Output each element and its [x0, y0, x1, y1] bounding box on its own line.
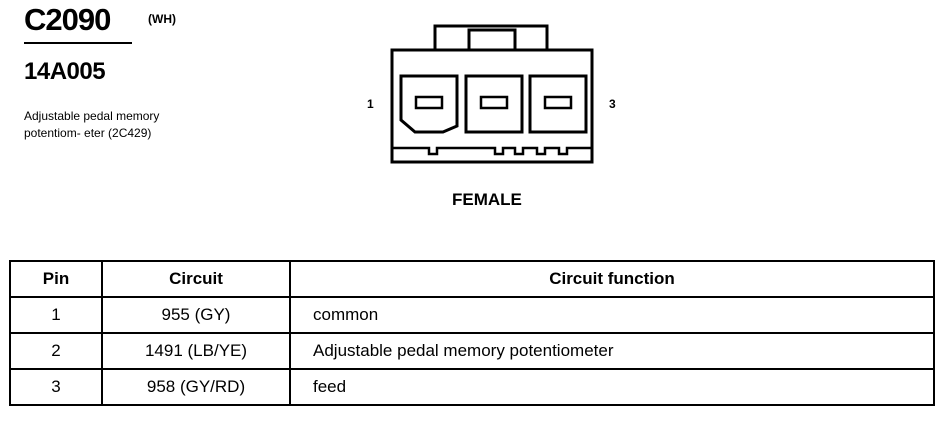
connector-face-diagram — [390, 24, 594, 164]
terminal-slot-1 — [414, 95, 444, 110]
connector-latch — [433, 24, 549, 50]
circuit-function: common — [289, 296, 935, 334]
circuit-code: 955 (GY) — [101, 296, 291, 334]
circuit-code: 958 (GY/RD) — [101, 368, 291, 406]
pin-table-header: Pin Circuit Circuit function — [9, 260, 935, 298]
header-circuit: Circuit — [101, 260, 291, 298]
component-description: Adjustable pedal memory potentiom- eter … — [24, 109, 160, 140]
circuit-function: feed — [289, 368, 935, 406]
connector-gender-label: FEMALE — [452, 190, 522, 209]
terminal-cavity-1 — [399, 74, 459, 134]
keyway-rail — [392, 146, 592, 156]
terminal-slot-2 — [479, 95, 509, 110]
connector-id: C2090 — [24, 2, 111, 37]
part-number: 14A005 — [24, 58, 106, 85]
pin-table: Pin Circuit Circuit function 1 955 (GY) … — [9, 260, 935, 406]
pin-number: 2 — [9, 332, 103, 370]
table-row: 1 955 (GY) common — [9, 296, 935, 334]
table-row: 3 958 (GY/RD) feed — [9, 368, 935, 406]
connector-latch-tab — [467, 28, 517, 52]
terminal-cavity-2 — [464, 74, 524, 134]
pin-label-right: 3 — [609, 97, 616, 111]
header-circuit-function: Circuit function — [289, 260, 935, 298]
circuit-code: 1491 (LB/YE) — [101, 332, 291, 370]
table-row: 2 1491 (LB/YE) Adjustable pedal memory p… — [9, 332, 935, 370]
terminal-slot-3 — [543, 95, 573, 110]
title-divider — [24, 42, 132, 44]
circuit-function: Adjustable pedal memory potentiometer — [289, 332, 935, 370]
connector-color: (WH) — [148, 12, 176, 26]
connector-body — [390, 48, 594, 164]
terminal-cavity-3 — [528, 74, 588, 134]
pin-number: 1 — [9, 296, 103, 334]
header-pin: Pin — [9, 260, 103, 298]
pin-label-left: 1 — [367, 97, 374, 111]
pin-number: 3 — [9, 368, 103, 406]
